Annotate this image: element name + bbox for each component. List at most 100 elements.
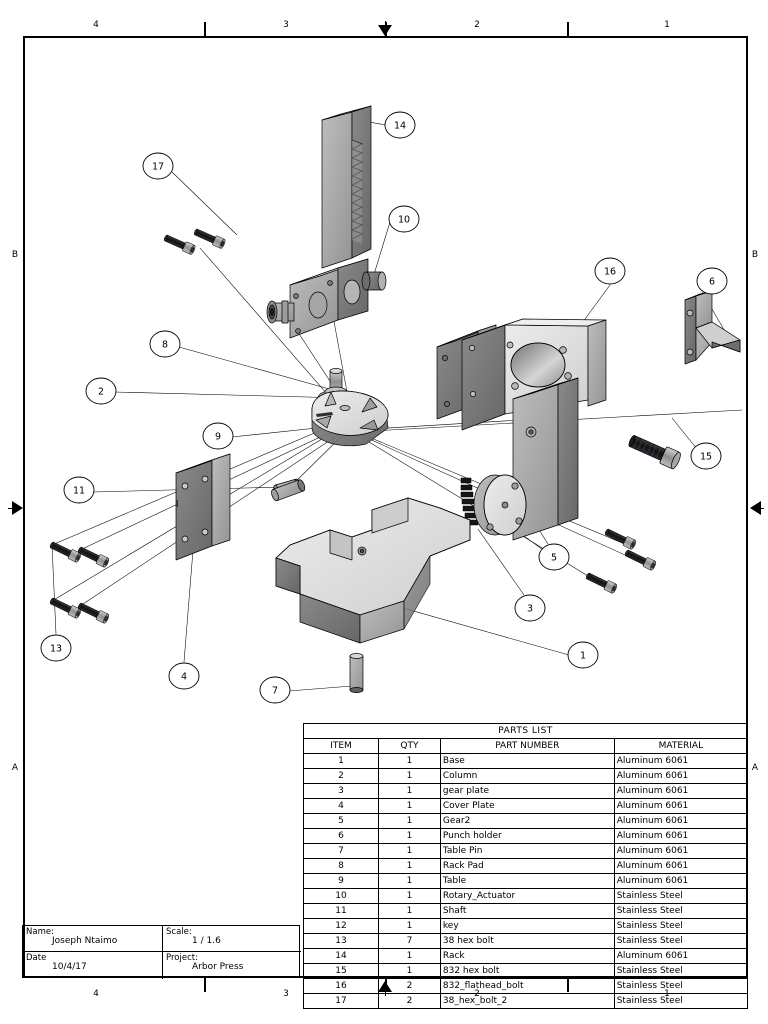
cell-material: Stainless Steel	[613, 933, 749, 949]
cell-item: 15	[302, 963, 380, 979]
zone-tick-top-3	[567, 22, 569, 36]
cell-part-number: 832_flathead_bolt	[439, 978, 615, 994]
cell-material: Aluminum 6061	[613, 813, 749, 829]
cell-qty: 1	[378, 918, 441, 934]
zone-label-bottom-3: 3	[283, 989, 289, 999]
zone-label-top-3: 3	[283, 20, 289, 30]
cell-qty: 1	[378, 813, 441, 829]
cell-part-number: key	[439, 918, 615, 934]
parts-list-table: PARTS LIST ITEM QTY PART NUMBER MATERIAL…	[302, 723, 749, 1009]
cell-part-number: Table Pin	[439, 843, 615, 859]
cell-part-number: 832 hex bolt	[439, 963, 615, 979]
cell-part-number: Shaft	[439, 903, 615, 919]
cell-item: 2	[302, 768, 380, 784]
cell-material: Aluminum 6061	[613, 783, 749, 799]
cell-item: 16	[302, 978, 380, 994]
cell-qty: 1	[378, 783, 441, 799]
zone-label-top-4: 4	[93, 20, 99, 30]
zone-label-left-a: A	[11, 763, 19, 773]
column-header-qty: QTY	[378, 738, 441, 754]
column-header-part-number: PART NUMBER	[439, 738, 615, 754]
cell-qty: 1	[378, 843, 441, 859]
cell-material: Stainless Steel	[613, 903, 749, 919]
center-marker-left-stem	[8, 507, 14, 509]
zone-tick-top-1	[204, 22, 206, 36]
cell-part-number: Rack Pad	[439, 858, 615, 874]
zone-label-left-b: B	[11, 250, 19, 260]
cell-qty: 1	[378, 753, 441, 769]
project-value: Arbor Press	[192, 962, 244, 972]
center-marker-right	[750, 501, 761, 515]
cell-item: 17	[302, 993, 380, 1009]
cell-part-number: Base	[439, 753, 615, 769]
center-marker-top	[378, 25, 392, 36]
title-block-scale-cell: Scale: 1 / 1.6	[163, 926, 301, 952]
cell-part-number: Punch holder	[439, 828, 615, 844]
zone-label-right-b: B	[751, 250, 759, 260]
zone-label-right-a: A	[751, 763, 759, 773]
cell-qty: 1	[378, 828, 441, 844]
cell-material: Stainless Steel	[613, 918, 749, 934]
cell-part-number: Rack	[439, 948, 615, 964]
cell-item: 9	[302, 873, 380, 889]
column-header-item: ITEM	[302, 738, 380, 754]
cell-item: 4	[302, 798, 380, 814]
cell-item: 7	[302, 843, 380, 859]
zone-label-top-1: 1	[664, 20, 670, 30]
cell-part-number: gear plate	[439, 783, 615, 799]
cell-material: Aluminum 6061	[613, 873, 749, 889]
cell-item: 8	[302, 858, 380, 874]
cell-qty: 2	[378, 978, 441, 994]
cell-part-number: 38 hex bolt	[439, 933, 615, 949]
date-label: Date	[26, 953, 47, 963]
title-block-project-cell: Project: Arbor Press	[163, 952, 301, 979]
center-marker-right-stem	[758, 507, 764, 509]
cell-item: 13	[302, 933, 380, 949]
zone-label-bottom-4: 4	[93, 989, 99, 999]
cell-part-number: Cover Plate	[439, 798, 615, 814]
cell-material: Aluminum 6061	[613, 843, 749, 859]
cell-material: Aluminum 6061	[613, 948, 749, 964]
center-marker-left	[12, 501, 23, 515]
cell-part-number: Table	[439, 873, 615, 889]
scale-label: Scale:	[166, 927, 192, 937]
parts-list-header-row: ITEM QTY PART NUMBER MATERIAL	[302, 738, 749, 754]
name-value: Joseph Ntaimo	[52, 936, 118, 946]
cell-material: Stainless Steel	[613, 993, 749, 1009]
cell-material: Aluminum 6061	[613, 828, 749, 844]
cell-item: 12	[302, 918, 380, 934]
cell-qty: 1	[378, 873, 441, 889]
zone-tick-bottom-1	[204, 978, 206, 992]
title-block-date-cell: Date 10/4/17	[23, 952, 163, 979]
cell-part-number: Rotary_Actuator	[439, 888, 615, 904]
column-header-material: MATERIAL	[613, 738, 749, 754]
cell-qty: 1	[378, 858, 441, 874]
cell-qty: 7	[378, 933, 441, 949]
cell-material: Stainless Steel	[613, 978, 749, 994]
zone-label-top-2: 2	[474, 20, 480, 30]
name-label: Name:	[26, 927, 54, 937]
center-marker-top-stem	[384, 21, 386, 26]
scale-value: 1 / 1.6	[192, 936, 221, 946]
cell-material: Stainless Steel	[613, 888, 749, 904]
cell-material: Aluminum 6061	[613, 768, 749, 784]
parts-list-title-row: PARTS LIST	[303, 723, 748, 739]
cell-qty: 1	[378, 963, 441, 979]
cell-item: 11	[302, 903, 380, 919]
cell-qty: 2	[378, 993, 441, 1009]
